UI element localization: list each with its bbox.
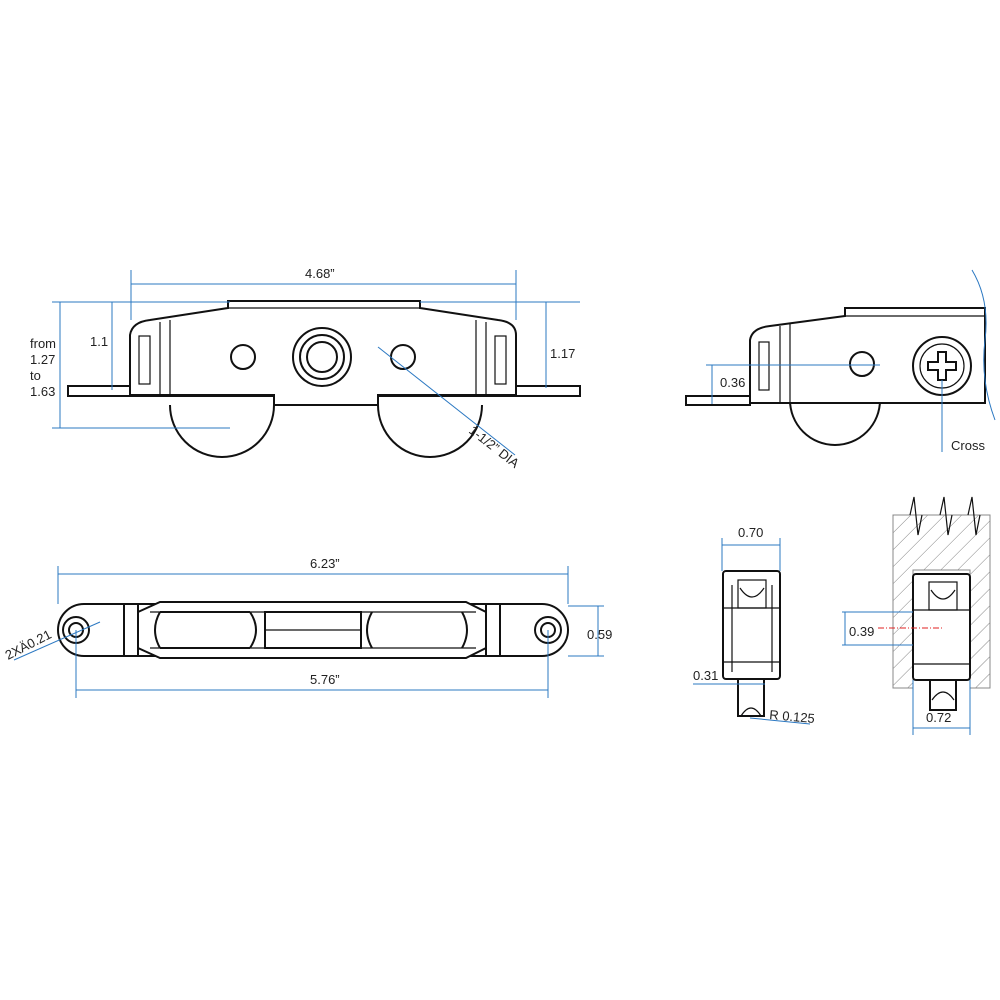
wheel-left [169,404,275,458]
wheel-left [154,611,257,649]
hole [849,351,875,377]
axle-offset-label: 0.39 [849,624,874,639]
height-range-label: from [30,336,56,351]
slot-right [494,335,507,385]
height-range-to: to [30,368,41,383]
groove-radius-label: R 0.125 [769,707,816,726]
offset-label: 0.36 [720,375,745,390]
door-section-hatched [892,514,991,689]
wheel-width-label: 0.31 [693,668,718,683]
length-label: 4.68” [305,266,335,281]
side-view: 4.68” from 1.27 to 1.63 1.1 1.17 1-1/2” … [30,266,581,471]
wheel-diameter-label: 1-1/2” DIA [466,423,522,471]
width-label: 0.59 [587,627,612,642]
end-view: 0.36 Cross [685,269,996,453]
axle-hub [292,327,352,387]
section-view: 0.70 0.31 R 0.125 [693,525,815,726]
height-right-label: 1.17 [550,346,575,361]
wheel [789,399,881,446]
hole-callout-label: 2XÄ0.21 [3,627,54,663]
housing-installed [912,573,971,681]
break-line [971,269,996,421]
installed-view: 0.39 0.72 [842,496,991,735]
overall-length-label: 6.23” [310,556,340,571]
break-zigzag [909,496,981,536]
height-range-min: 1.27 [30,352,55,367]
height-range-max: 1.63 [30,384,55,399]
height-left-label: 1.1 [90,334,108,349]
slot-left [138,335,151,385]
slot [758,341,770,391]
width-label: 0.70 [738,525,763,540]
wheel-right [377,404,483,458]
hole-right [390,344,416,370]
hole-spacing-label: 5.76” [310,672,340,687]
wheel-right [366,611,468,649]
hole-left [230,344,256,370]
top-view: 6.23” 5.76” 0.59 2XÄ0.21 [3,556,612,698]
dimension-lines [52,270,580,456]
pocket-width-label: 0.72 [926,710,951,725]
cross-label: Cross [951,438,985,453]
base-plate [685,395,751,406]
cross-icon [927,351,957,381]
